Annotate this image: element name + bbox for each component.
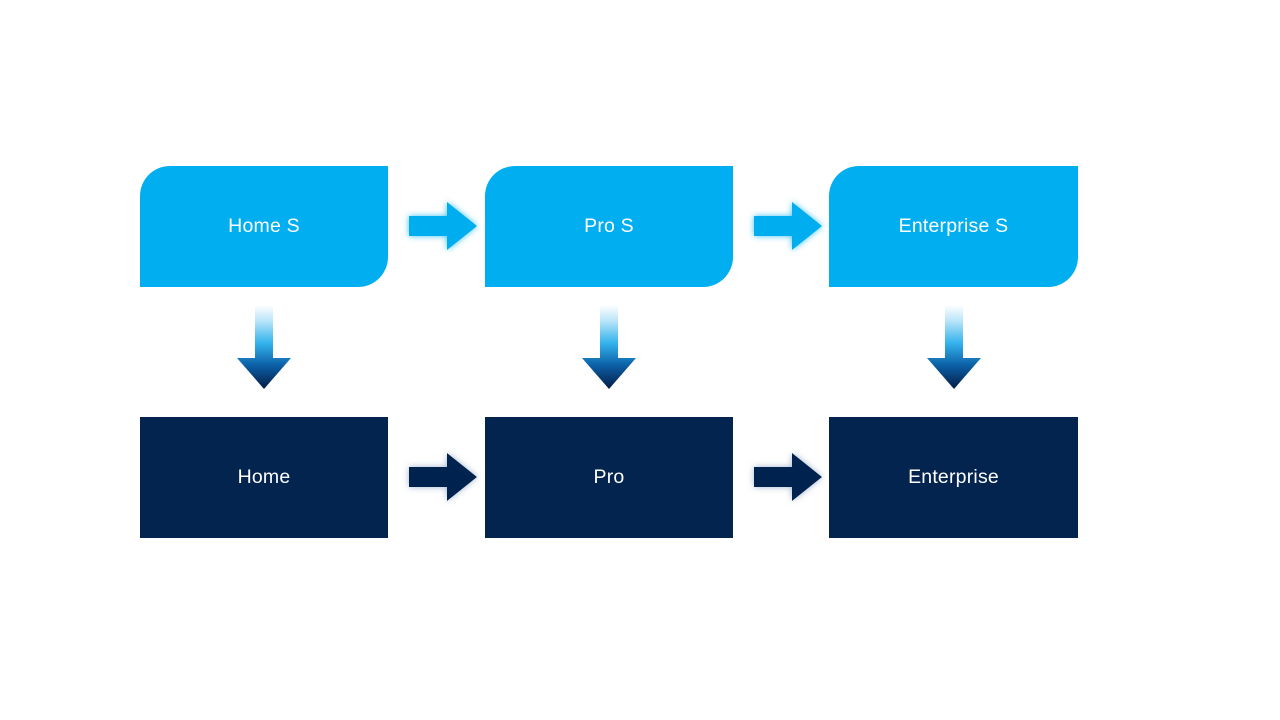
node-pro-s-label: Pro S <box>584 214 634 237</box>
node-enterprise-s-label: Enterprise S <box>898 214 1009 237</box>
node-pro-s[interactable]: Pro S <box>485 166 733 287</box>
node-pro-label: Pro <box>593 465 625 488</box>
node-pro[interactable]: Pro <box>485 417 733 538</box>
arrow-right-icon <box>407 199 479 253</box>
node-home-label: Home <box>237 465 291 488</box>
node-enterprise-s[interactable]: Enterprise S <box>829 166 1078 287</box>
arrow-down-icon <box>579 304 639 392</box>
arrow-right-icon <box>752 199 824 253</box>
node-home-s[interactable]: Home S <box>140 166 388 287</box>
node-enterprise-label: Enterprise <box>908 465 999 488</box>
arrow-down-icon <box>924 304 984 392</box>
arrow-right-icon <box>752 450 824 504</box>
arrow-down-icon <box>234 304 294 392</box>
node-home-s-label: Home S <box>228 214 300 237</box>
node-enterprise[interactable]: Enterprise <box>829 417 1078 538</box>
arrow-right-icon <box>407 450 479 504</box>
node-home[interactable]: Home <box>140 417 388 538</box>
